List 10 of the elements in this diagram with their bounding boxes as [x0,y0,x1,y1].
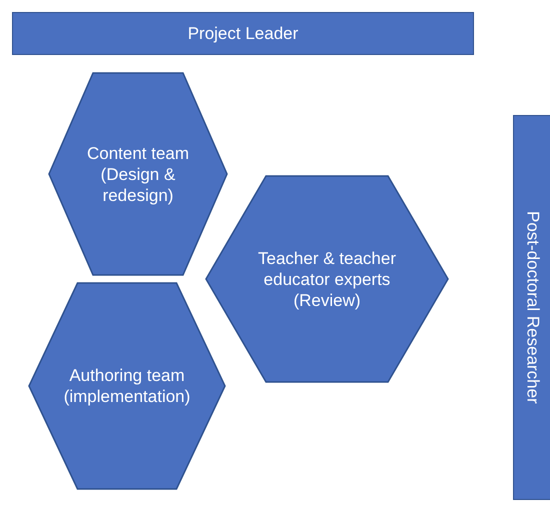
team-hexagon [205,175,449,383]
team-hexagon [48,72,228,276]
node-label: Project Leader [188,23,298,44]
side-bar [513,115,550,500]
title-bar [12,12,474,55]
node-label: Post-doctoral Researcher [522,211,544,404]
team-hexagon [28,282,226,490]
node-label: Teacher & teacher educator experts (Review) [257,248,397,310]
node-label: Authoring team (implementation) [62,365,192,407]
node-label: Content team (Design & redesign) [86,142,190,206]
